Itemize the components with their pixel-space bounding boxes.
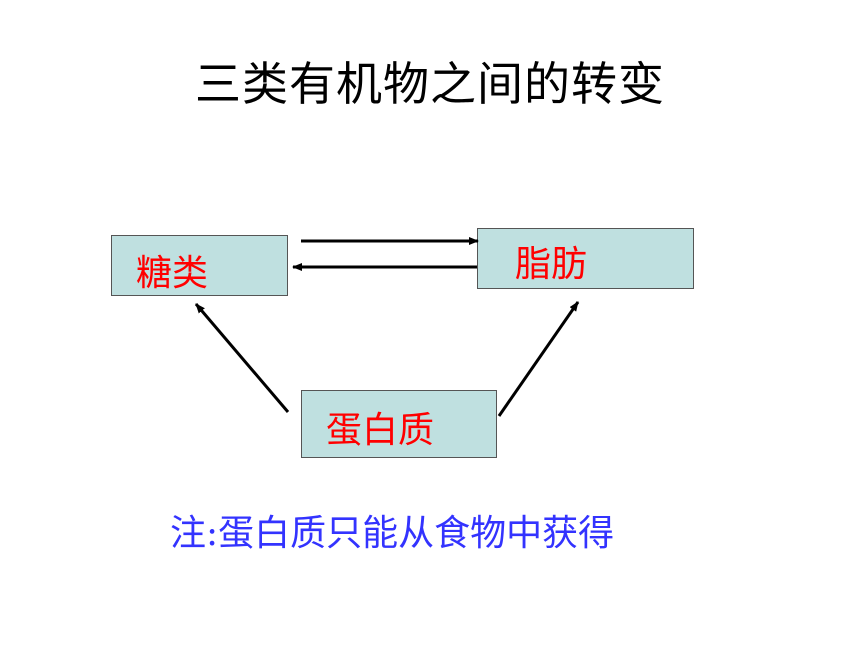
arrow-protein-to-sugar — [194, 303, 290, 413]
node-protein-label: 蛋白质 — [326, 410, 435, 451]
arrow-protein-to-fat — [497, 301, 580, 417]
diagram-title: 三类有机物之间的转变 — [195, 57, 665, 111]
node-protein: 蛋白质 — [301, 390, 497, 458]
footnote: 注:蛋白质只能从食物中获得 — [170, 513, 615, 554]
node-fat: 脂肪 — [477, 228, 694, 289]
node-fat-label: 脂肪 — [515, 244, 588, 285]
node-sugar: 糖类 — [111, 235, 288, 296]
node-sugar-label: 糖类 — [136, 253, 209, 294]
